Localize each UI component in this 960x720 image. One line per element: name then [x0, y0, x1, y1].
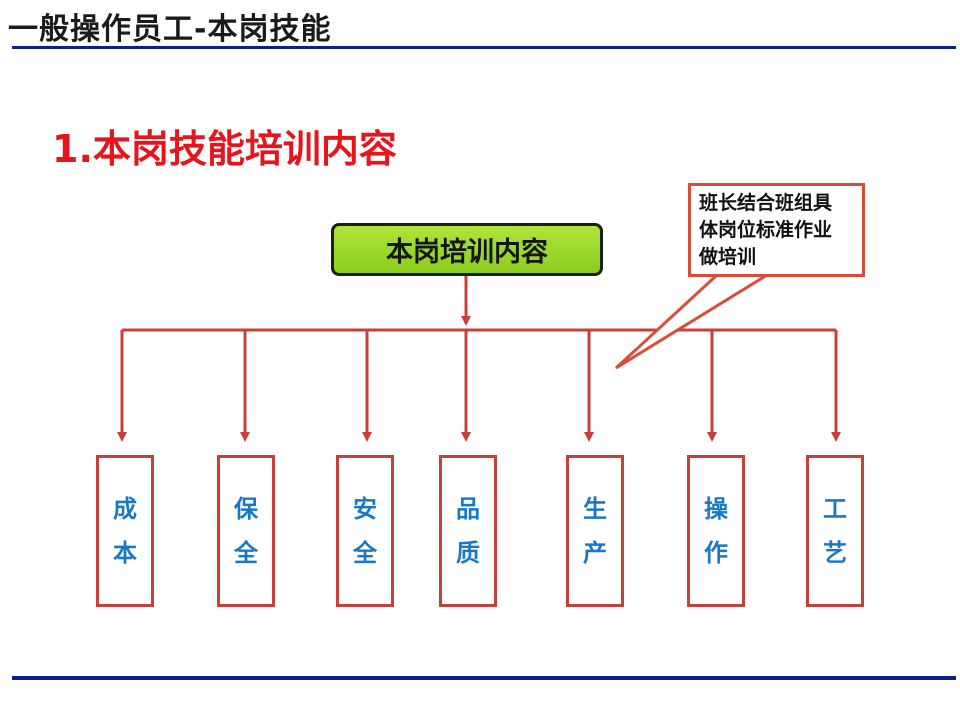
leaf-char: 全 [353, 539, 377, 567]
leaf-char: 操 [704, 495, 728, 523]
leaf-node-process: 工 艺 [806, 455, 864, 607]
leaf-char: 保 [234, 495, 258, 523]
leaf-node-operation: 操 作 [687, 455, 745, 607]
callout-pointer [614, 273, 773, 370]
leaf-char: 全 [234, 539, 258, 567]
leaf-char: 艺 [823, 539, 847, 567]
leaf-char: 产 [583, 539, 607, 567]
footer-divider [12, 676, 956, 680]
leaf-char: 品 [456, 495, 480, 523]
page-header-title: 一般操作员工-本岗技能 [8, 12, 332, 47]
leaf-node-production: 生 产 [566, 455, 624, 607]
leaf-char: 工 [823, 495, 847, 523]
callout-note: 班长结合班组具 体岗位标准作业 做培训 [688, 183, 865, 277]
leaf-char: 安 [353, 495, 377, 523]
leaf-node-maintenance: 保 全 [217, 455, 275, 607]
callout-line: 做培训 [699, 246, 757, 268]
header-divider [12, 46, 956, 49]
leaf-char: 质 [456, 539, 480, 567]
leaf-char: 作 [704, 539, 728, 567]
leaf-node-safety: 安 全 [336, 455, 394, 607]
leaf-char: 成 [113, 495, 137, 523]
leaf-node-cost: 成 本 [96, 455, 154, 607]
leaf-char: 生 [583, 495, 607, 523]
leaf-char: 本 [113, 539, 137, 567]
callout-line: 班长结合班组具 [699, 192, 833, 214]
callout-line: 体岗位标准作业 [699, 219, 833, 241]
section-title: 1.本岗技能培训内容 [52, 127, 397, 171]
root-node: 本岗培训内容 [331, 223, 603, 276]
leaf-node-quality: 品 质 [439, 455, 497, 607]
